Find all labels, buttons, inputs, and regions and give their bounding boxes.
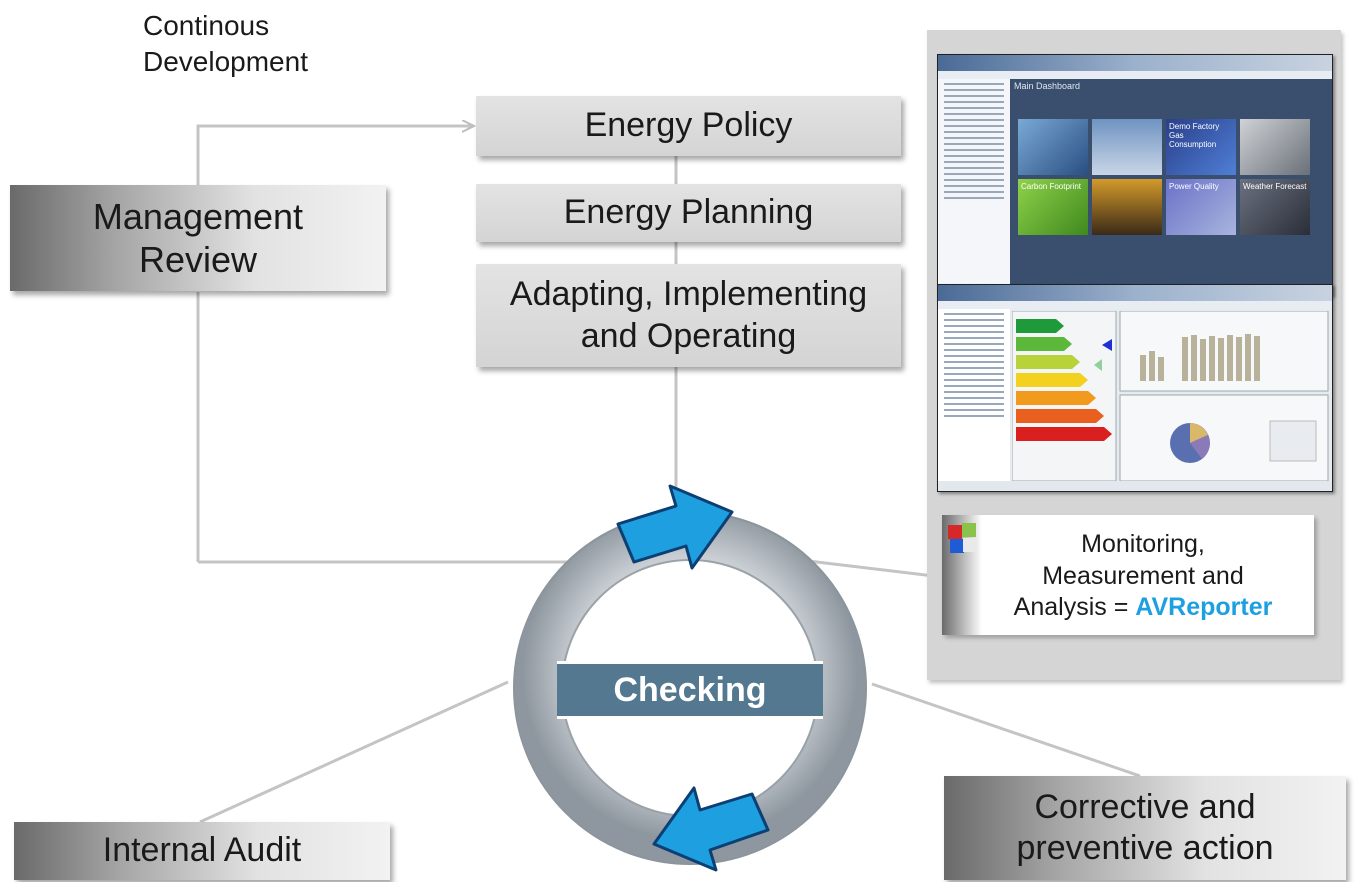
continuous-line1: Continous <box>143 10 270 41</box>
monitoring-line3: Analysis = <box>1013 593 1136 621</box>
tile-water <box>1018 119 1088 175</box>
corrective-line2: preventive action <box>1016 829 1274 867</box>
tile-power: Power Quality <box>1166 179 1236 235</box>
management-review-box: Management Review <box>10 185 386 291</box>
tile-weather: Weather Forecast <box>1240 179 1310 235</box>
tile-industry <box>1092 179 1162 235</box>
adapting-line2: and Operating <box>580 316 797 355</box>
management-review-line2: Review <box>138 239 258 280</box>
checking-band: Checking <box>557 661 823 719</box>
monitoring-line1: Monitoring, <box>1081 530 1205 558</box>
energy-charts <box>1012 311 1329 481</box>
dashboard-screenshot-bottom <box>937 284 1333 492</box>
tile-gas: Demo Factory Gas Consumption <box>1166 119 1236 175</box>
management-review-line1: Management <box>92 195 304 237</box>
tile-weather-label: Weather Forecast <box>1243 182 1307 191</box>
internal-audit-box: Internal Audit <box>14 822 390 880</box>
avreporter-logo-icon <box>948 523 977 553</box>
avreporter-brand: AVReporter <box>1135 593 1273 621</box>
energy-policy-label: Energy Policy <box>584 106 793 145</box>
cycle-arrow-icon <box>616 484 734 570</box>
monitoring-line2: Measurement and <box>1042 561 1244 590</box>
tile-gas-label: Demo Factory Gas Consumption <box>1169 122 1220 150</box>
dashboard-title: Main Dashboard <box>1014 81 1081 91</box>
tile-carbon-label: Carbon Footprint <box>1021 182 1082 191</box>
corrective-action-box: Corrective and preventive action <box>944 776 1346 880</box>
tile-meter <box>1240 119 1310 175</box>
energy-planning-box: Energy Planning <box>476 184 901 242</box>
cycle-arrow-icon <box>652 786 770 872</box>
checking-label: Checking <box>613 670 767 709</box>
dashboard-screenshot-top: Main Dashboard Demo Factory Gas Consumpt… <box>937 54 1333 296</box>
adapting-box: Adapting, Implementing and Operating <box>476 264 901 367</box>
adapting-line1: Adapting, Implementing <box>509 275 868 314</box>
tile-wind <box>1092 119 1162 175</box>
continuous-line2: Development <box>143 46 308 78</box>
tile-carbon: Carbon Footprint <box>1018 179 1088 235</box>
tile-power-label: Power Quality <box>1169 182 1219 191</box>
monitoring-box: Monitoring, Measurement and Analysis = A… <box>942 515 1314 635</box>
continuous-development-label: Continous Development <box>143 8 308 81</box>
internal-audit-label: Internal Audit <box>102 831 302 870</box>
energy-policy-box: Energy Policy <box>476 96 901 156</box>
corrective-line1: Corrective and <box>1034 787 1256 826</box>
energy-planning-label: Energy Planning <box>563 193 814 232</box>
